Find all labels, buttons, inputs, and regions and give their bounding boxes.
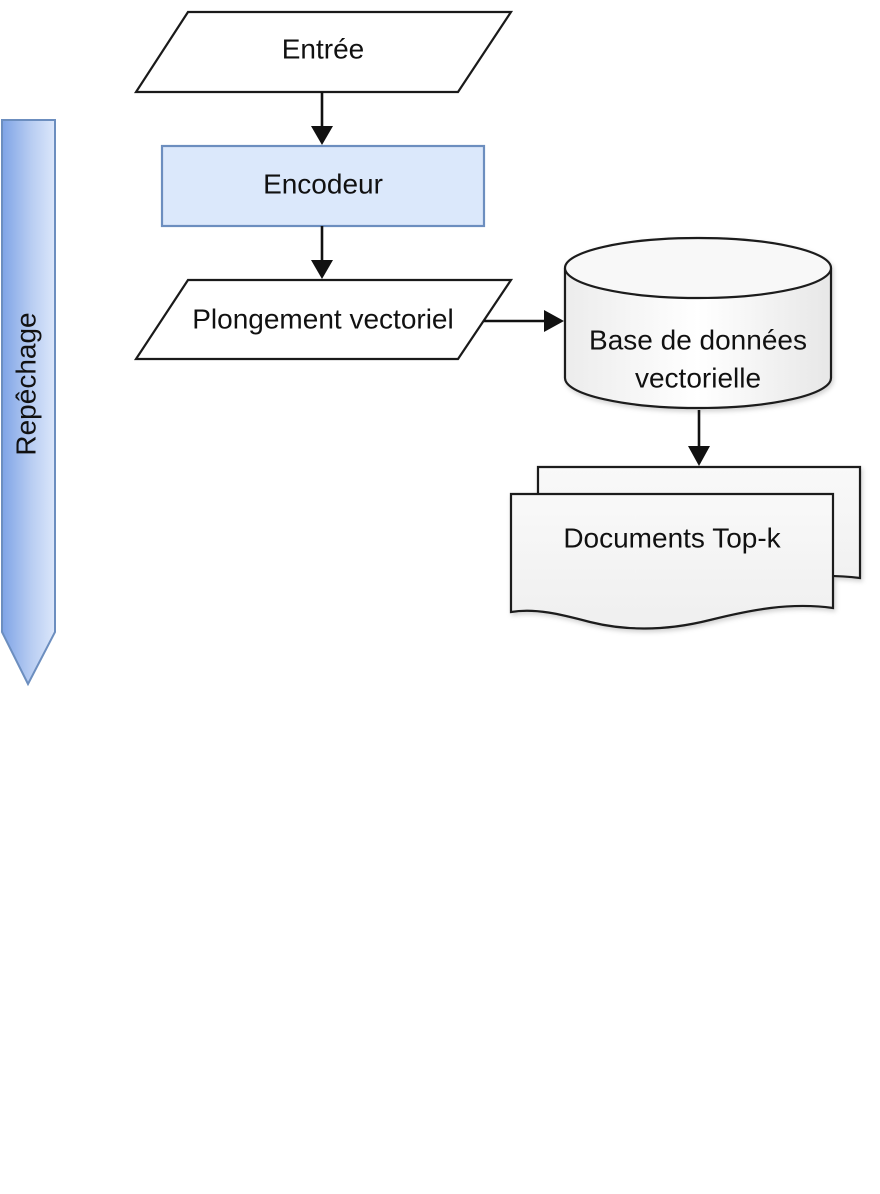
arrow-database-documents-head: [688, 446, 710, 466]
database-label-line1: Base de données: [589, 324, 807, 355]
embedding-label: Plongement vectoriel: [192, 303, 453, 334]
side-banner-label: Repêchage: [10, 312, 41, 455]
arrow-encoder-embedding-head: [311, 260, 333, 279]
documents-node: [509, 465, 862, 630]
database-label-line2: vectorielle: [635, 362, 761, 393]
input-label: Entrée: [282, 33, 365, 64]
side-banner-shape: [1, 119, 56, 687]
encoder-label: Encodeur: [263, 168, 383, 199]
input-parallelogram: [133, 10, 514, 94]
encoder-node: Encodeur: [160, 144, 486, 228]
embedding-node: Plongement vectoriel: [133, 278, 514, 361]
encoder-box: [160, 144, 486, 228]
documents-label: Documents Top-k: [563, 522, 781, 553]
input-node: Entrée: [133, 10, 514, 94]
arrow-input-to-encoder: [311, 92, 333, 145]
embedding-parallelogram: [133, 278, 514, 361]
database-cylinder-body: [563, 268, 833, 410]
arrow-database-to-documents: [688, 410, 710, 466]
database-cylinder-top: [563, 236, 833, 300]
arrow-embedding-database-head: [544, 310, 564, 332]
arrow-input-encoder-head: [311, 126, 333, 145]
side-banner: Repêchage: [1, 119, 56, 687]
arrow-embedding-to-database: [484, 310, 564, 332]
documents-front-sheet: [509, 492, 835, 630]
arrow-encoder-to-embedding: [311, 226, 333, 279]
vector-database-node: [563, 236, 833, 410]
